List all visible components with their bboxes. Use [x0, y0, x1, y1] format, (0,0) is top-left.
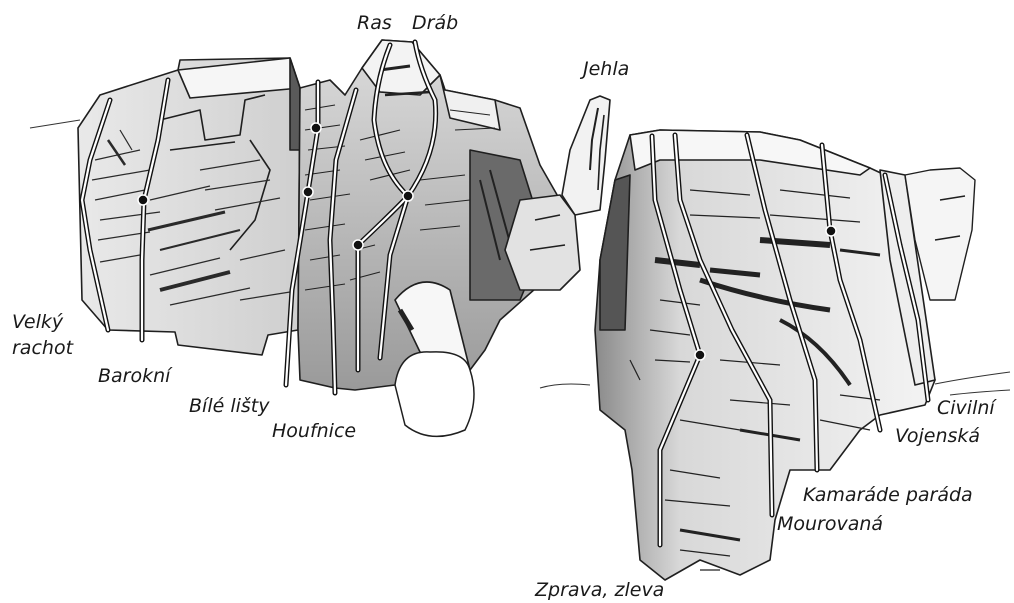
belay-bile-listy-upper	[311, 123, 321, 133]
label-mourovana: Mourovaná	[777, 513, 883, 535]
label-velky-rachot-line2: rachot	[12, 337, 73, 359]
belay-bile-listy-lower	[303, 187, 313, 197]
belay-barokni	[138, 195, 148, 205]
label-zprava-zleva: Zprava, zleva	[535, 579, 664, 601]
rock-block-right	[595, 130, 935, 580]
belay-zprava-zleva	[695, 350, 705, 360]
label-jehla: Jehla	[583, 58, 629, 80]
label-civilni: Civilní	[937, 397, 995, 419]
label-bile-listy: Bílé lišty	[189, 395, 269, 417]
belay-drab	[403, 191, 413, 201]
label-kamarade-parada: Kamaráde paráda	[803, 484, 973, 506]
label-velky-rachot-line1: Velký	[12, 311, 63, 333]
rock-boulder	[395, 352, 474, 437]
label-vojenska: Vojenská	[895, 425, 980, 447]
belay-vojenska	[826, 226, 836, 236]
label-houfnice: Houfnice	[272, 420, 356, 442]
label-drab: Dráb	[412, 12, 458, 34]
label-barokni: Barokní	[98, 365, 170, 387]
label-ras: Ras	[357, 12, 392, 34]
belay-ras	[353, 240, 363, 250]
